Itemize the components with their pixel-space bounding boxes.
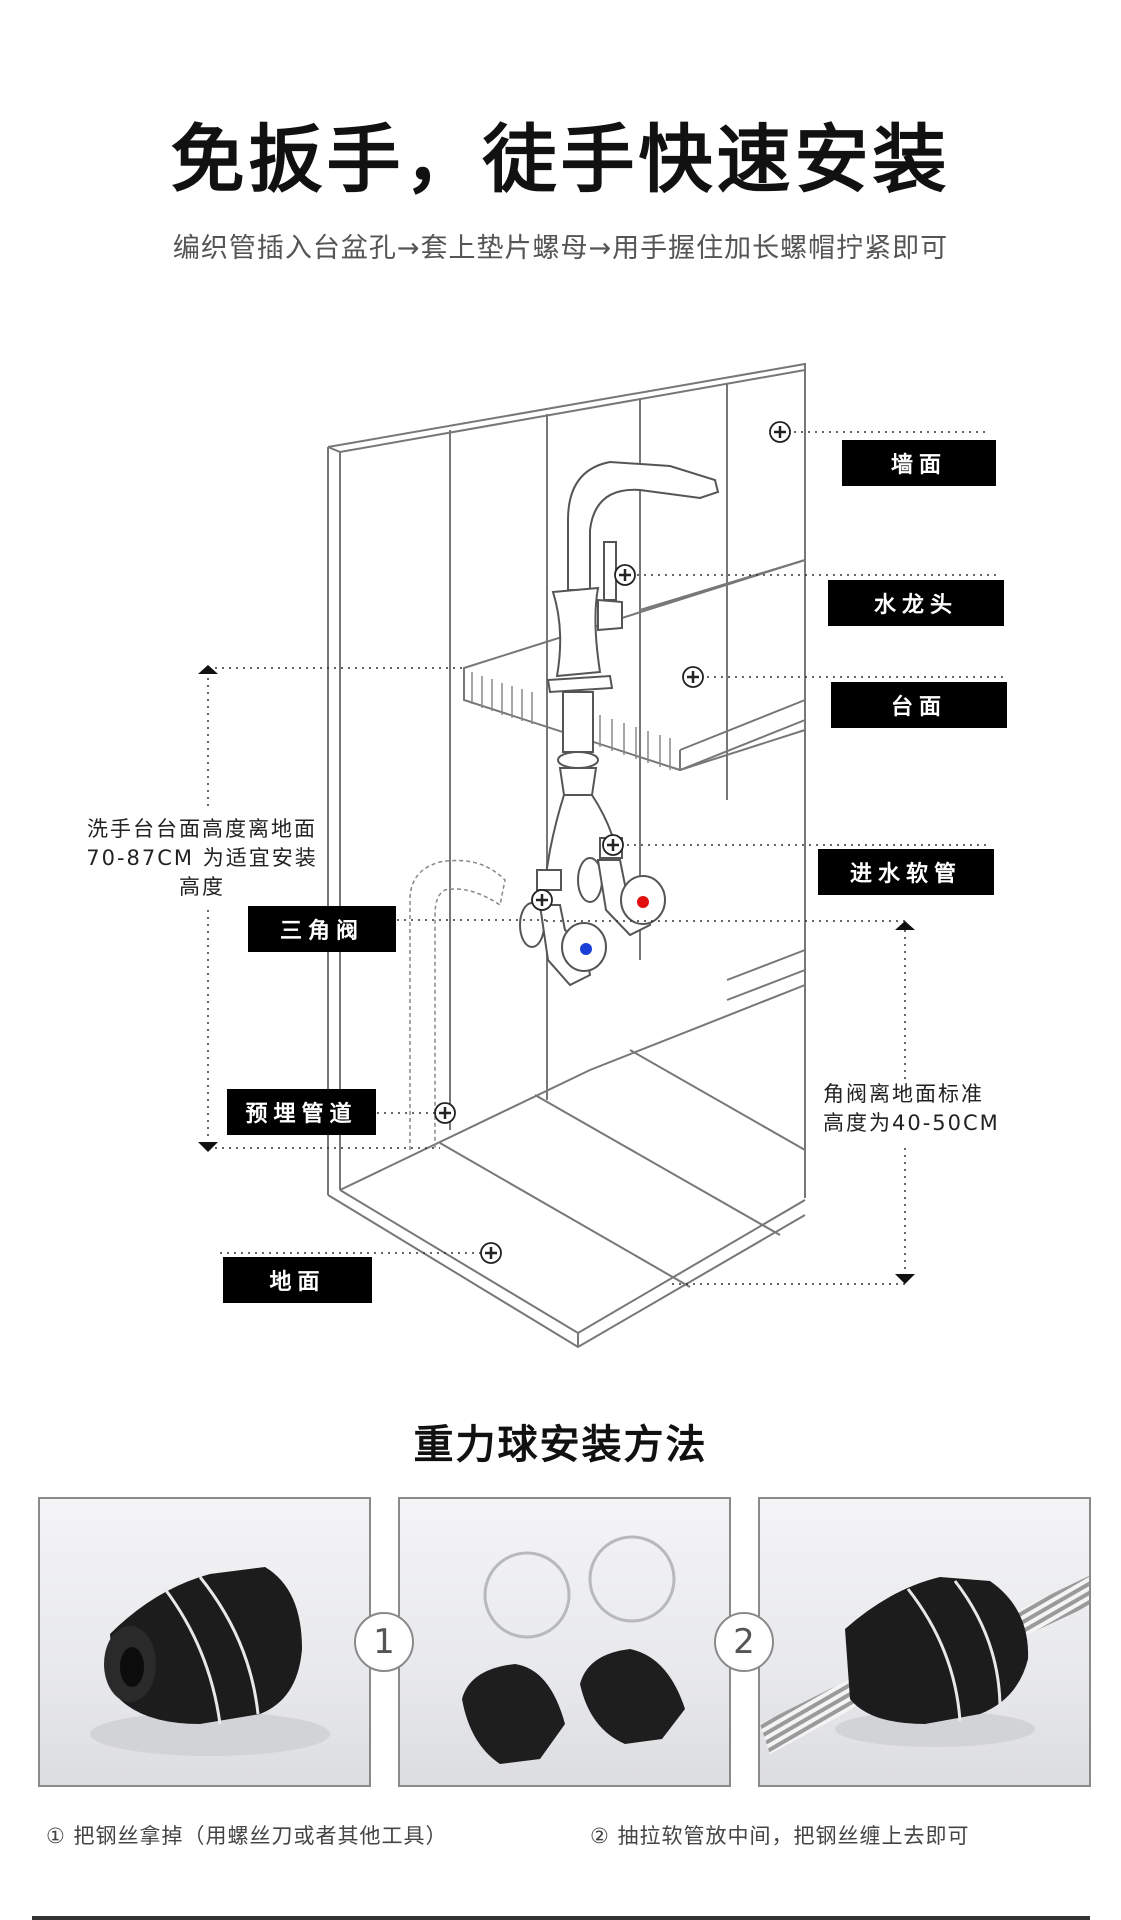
label-countertop: 台面: [831, 682, 1007, 728]
cold-valve-dot: [580, 943, 592, 955]
wall-outline: [327, 362, 806, 1198]
arrow-up-icon: [198, 665, 218, 674]
hot-valve-dot: [637, 896, 649, 908]
plus-marker-icon: [531, 889, 553, 911]
photo-installed-ball: [758, 1497, 1091, 1787]
plus-marker-icon: [434, 1102, 456, 1124]
step-number-badge: 1: [354, 1612, 414, 1672]
gravity-ball-icon: [90, 1567, 330, 1756]
label-embedded-pipe: 预埋管道: [227, 1089, 376, 1135]
step-caption: ① 把钢丝拿掉（用螺丝刀或者其他工具）: [46, 1824, 448, 1848]
counter-height-note: 洗手台台面高度离地面 70-87CM 为适宜安装 高度: [62, 815, 342, 902]
arrow-down-icon: [895, 1274, 915, 1284]
photo-assembled-ball: [38, 1497, 371, 1787]
angle-valves-drawing: [519, 857, 666, 987]
plus-marker-icon: [769, 421, 791, 443]
valve-height-note-line: 高度为40-50CM: [823, 1111, 1000, 1135]
label-floor: 地面: [223, 1257, 372, 1303]
plus-marker-icon: [682, 666, 704, 688]
countertop-outline: [463, 558, 806, 772]
ball-on-hose-icon: [760, 1575, 1089, 1754]
counter-height-note-line: 高度: [179, 875, 225, 899]
plus-marker-icon: [480, 1242, 502, 1264]
floor-outline: [339, 984, 806, 1191]
plus-marker-icon: [614, 564, 636, 586]
label-inlet-hose: 进水软管: [818, 849, 994, 895]
photo-disassembled-ball: [398, 1497, 731, 1787]
label-angle-valve: 三角阀: [248, 906, 396, 952]
counter-height-note-line: 洗手台台面高度离地面: [87, 817, 317, 841]
embedded-pipe-dashed: [409, 859, 506, 1150]
counter-height-note-line: 70-87CM 为适宜安装: [86, 846, 318, 870]
section-title: 重力球安装方法: [413, 1422, 708, 1468]
installation-diagram: [198, 362, 1005, 1349]
ball-parts-icon: [462, 1535, 685, 1764]
divider: [32, 1916, 1090, 1920]
faucet-drawing: [536, 460, 720, 891]
label-faucet: 水龙头: [828, 580, 1004, 626]
page-subtitle: 编织管插入台盆孔→套上垫片螺母→用手握住加长螺帽拧紧即可: [172, 233, 949, 264]
valve-height-note-line: 角阀离地面标准: [823, 1082, 984, 1106]
valve-height-note: 角阀离地面标准 高度为40-50CM: [823, 1080, 1043, 1138]
label-wall: 墙面: [842, 440, 996, 486]
step-number-badge: 2: [714, 1612, 774, 1672]
page-title: 免扳手，徒手快速安装: [170, 117, 951, 203]
plus-marker-icon: [602, 834, 624, 856]
arrow-up-icon: [895, 921, 915, 930]
arrow-down-icon: [198, 1142, 218, 1152]
step-caption: ② 抽拉软管放中间，把钢丝缠上去即可: [590, 1824, 970, 1848]
